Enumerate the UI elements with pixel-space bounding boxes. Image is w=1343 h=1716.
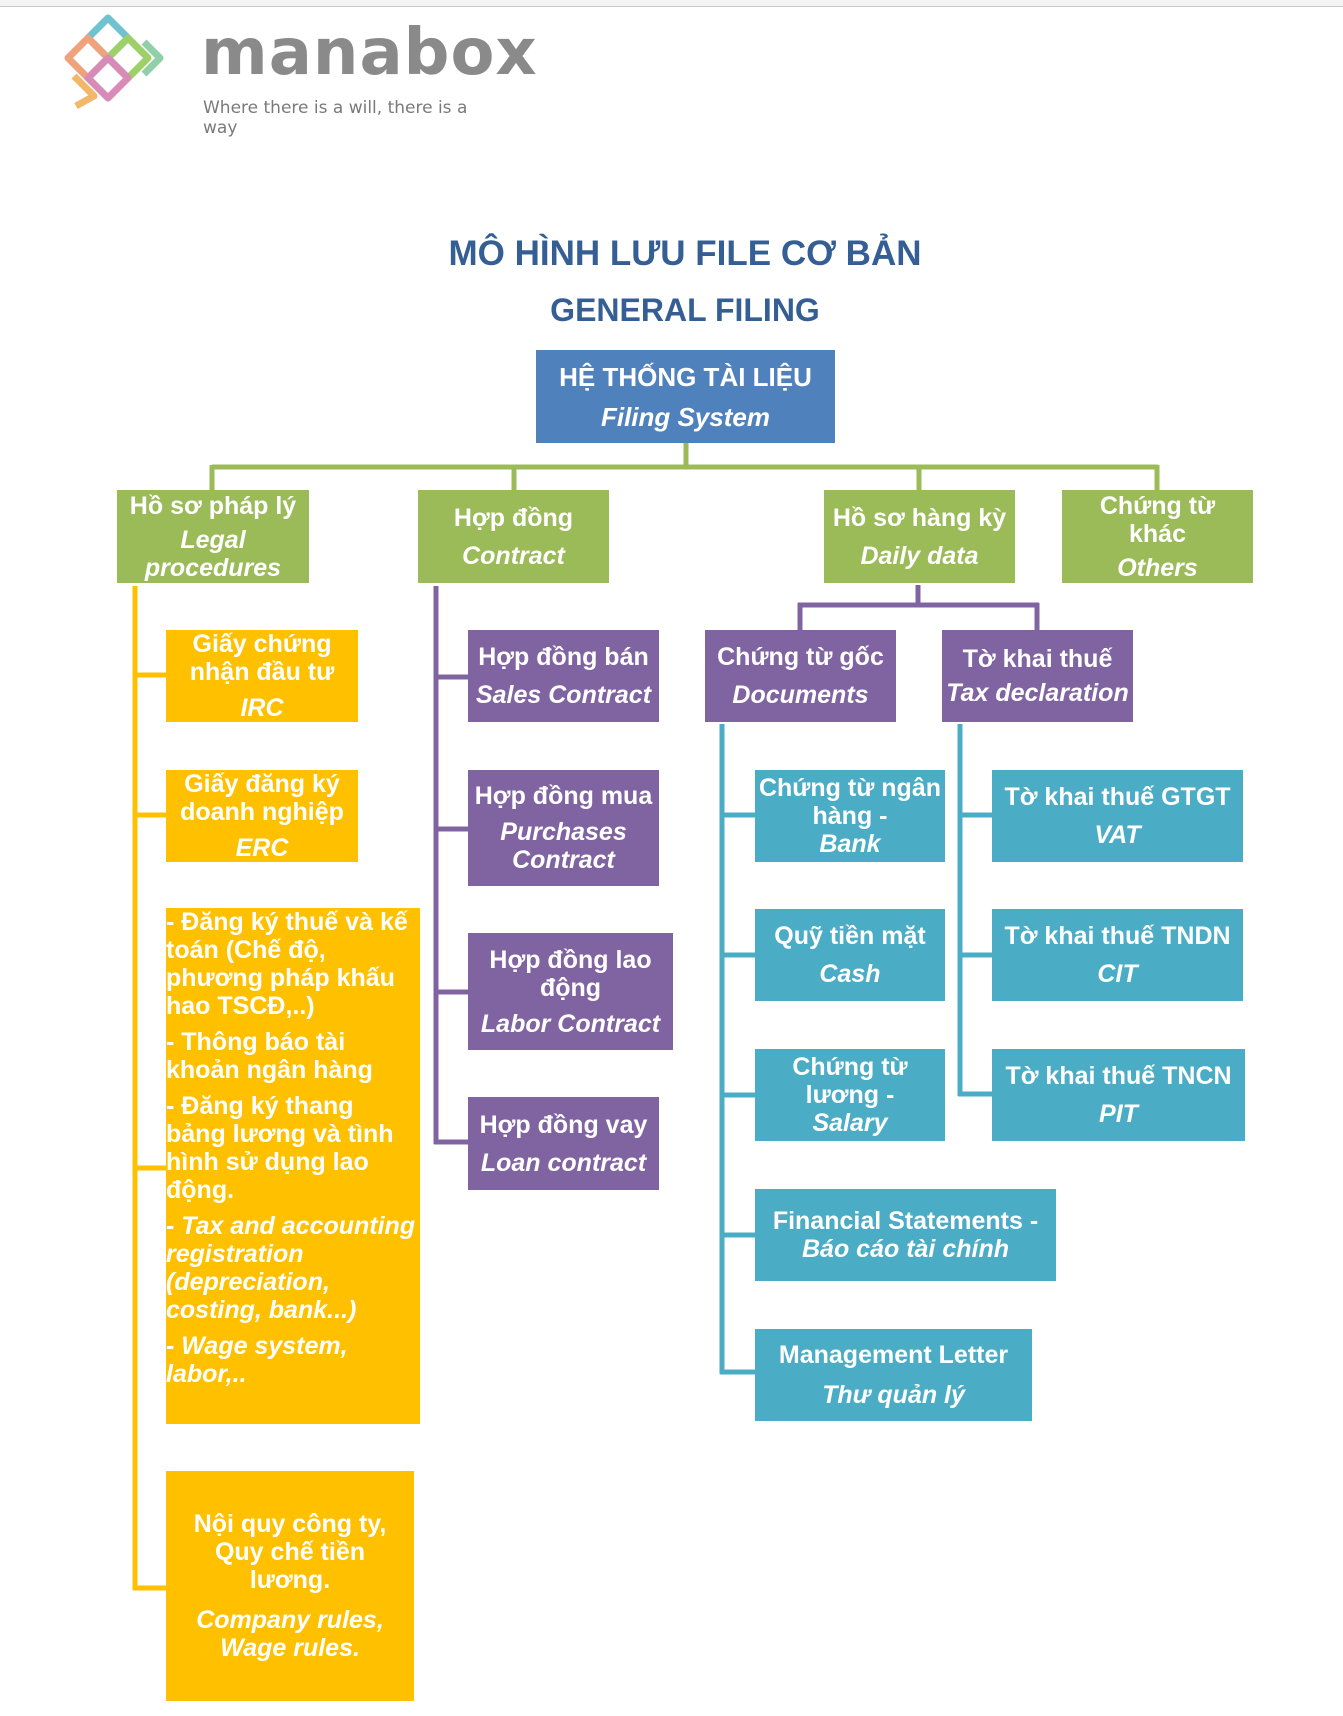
category-legal-vi: Hồ sơ pháp lý	[129, 491, 297, 520]
contract-purchases-vi: Hợp đồng mua	[474, 782, 653, 810]
document-ml-en: Thư quản lý	[822, 1381, 965, 1409]
document-salary-vi: Chứng từ lương -	[792, 1053, 908, 1109]
tax-cit-en: CIT	[1097, 960, 1138, 988]
registration-tax-en: - Tax and accounting registration (depre…	[166, 1212, 416, 1324]
tax-vat: Tờ khai thuế GTGT VAT	[992, 770, 1243, 862]
category-daily-vi: Hồ sơ hàng kỳ	[832, 503, 1007, 532]
contract-labor: Hợp đồng lao động Labor Contract	[468, 933, 673, 1050]
contract-loan-vi: Hợp đồng vay	[479, 1110, 648, 1139]
category-legal: Hồ sơ pháp lý Legal procedures	[117, 490, 309, 583]
document-ml-vi: Management Letter	[778, 1341, 1009, 1369]
contract-labor-en: Labor Contract	[480, 1009, 661, 1038]
legal-irc: Giấy chứng nhận đầu tư IRC	[166, 630, 358, 722]
document-bank: Chứng từ ngân hàng - Bank	[755, 770, 945, 862]
tax-vat-vi: Tờ khai thuế GTGT	[1004, 783, 1231, 811]
legal-rules-en: Company rules, Wage rules.	[196, 1606, 384, 1662]
registration-wage-vi: - Đăng ký thang bảng lương và tình hình …	[166, 1092, 394, 1204]
document-cash: Quỹ tiền mặt Cash	[755, 909, 945, 1001]
category-contract-en: Contract	[462, 541, 565, 570]
category-contract: Hợp đồng Contract	[418, 490, 609, 583]
tax-cit-vi: Tờ khai thuế TNDN	[1004, 922, 1231, 950]
chart-title-en: GENERAL FILING	[550, 292, 820, 328]
root-label-vi: HỆ THỐNG TÀI LIỆU	[559, 361, 812, 392]
legal-irc-vi: Giấy chứng nhận đầu tư	[189, 630, 335, 686]
category-others-en: Others	[1117, 553, 1198, 582]
category-contract-vi: Hợp đồng	[453, 503, 574, 532]
tax-vat-en: VAT	[1094, 821, 1141, 849]
document-fs-vi: Financial Statements -	[772, 1207, 1039, 1235]
daily-tax-en: Tax declaration	[946, 679, 1129, 707]
brand-tagline: Where there is a will, there is a way	[203, 98, 468, 138]
tax-cit: Tờ khai thuế TNDN CIT	[992, 909, 1243, 1001]
registration-tax-vi: - Đăng ký thuế và kế toán (Chế độ, phươn…	[166, 908, 408, 1020]
daily-tax: Tờ khai thuế Tax declaration	[942, 630, 1133, 722]
category-daily-en: Daily data	[860, 541, 979, 570]
legal-irc-en: IRC	[240, 694, 284, 722]
category-others-vi: Chứng từ khác	[1099, 491, 1216, 548]
document-cash-en: Cash	[819, 960, 881, 988]
root-label-en: Filing System	[600, 401, 771, 432]
document-salary: Chứng từ lương - Salary	[755, 1049, 945, 1141]
tax-pit-en: PIT	[1099, 1100, 1138, 1128]
category-legal-en: Legal procedures	[144, 525, 282, 582]
contract-loan: Hợp đồng vay Loan contract	[468, 1097, 659, 1190]
legal-rules-vi: Nội quy công ty, Quy chế tiền lương.	[193, 1510, 387, 1594]
daily-tax-vi: Tờ khai thuế	[962, 645, 1113, 673]
category-daily: Hồ sơ hàng kỳ Daily data	[824, 490, 1015, 583]
contract-sales: Hợp đồng bán Sales Contract	[468, 630, 659, 722]
contract-sales-en: Sales Contract	[475, 681, 652, 709]
chart-title-vi: MÔ HÌNH LƯU FILE CƠ BẢN	[448, 234, 922, 273]
contract-purchases: Hợp đồng mua Purchases Contract	[468, 770, 659, 886]
window-top-bar	[0, 0, 1343, 7]
registration-wage-en: - Wage system, labor,..	[166, 1332, 348, 1388]
contract-loan-en: Loan contract	[480, 1148, 647, 1177]
contract-purchases-en: Purchases Contract	[500, 818, 627, 874]
daily-documents-vi: Chứng từ gốc	[717, 643, 884, 671]
document-fs-en: Báo cáo tài chính	[802, 1235, 1009, 1263]
category-others: Chứng từ khác Others	[1062, 490, 1253, 583]
root-node: HỆ THỐNG TÀI LIỆU Filing System	[536, 350, 835, 443]
document-cash-vi: Quỹ tiền mặt	[774, 922, 926, 950]
daily-documents-en: Documents	[732, 681, 869, 709]
document-management-letter: Management Letter Thư quản lý	[755, 1329, 1032, 1421]
brand-name: manabox	[201, 16, 538, 90]
daily-documents: Chứng từ gốc Documents	[705, 630, 896, 722]
document-bank-en: Bank	[819, 830, 881, 858]
manabox-logo: manabox Where there is a will, there is …	[36, 6, 537, 138]
tax-pit-vi: Tờ khai thuế TNCN	[1005, 1062, 1232, 1090]
legal-erc: Giấy đăng ký doanh nghiệp ERC	[166, 770, 358, 862]
legal-erc-vi: Giấy đăng ký doanh nghiệp	[180, 770, 344, 826]
document-financial-statements: Financial Statements - Báo cáo tài chính	[755, 1189, 1056, 1281]
contract-sales-vi: Hợp đồng bán	[478, 643, 649, 671]
legal-registration: - Đăng ký thuế và kế toán (Chế độ, phươn…	[166, 908, 420, 1424]
registration-bank-vi: - Thông báo tài khoản ngân hàng	[166, 1028, 373, 1084]
document-salary-en: Salary	[812, 1109, 888, 1137]
legal-erc-en: ERC	[235, 834, 289, 862]
contract-labor-vi: Hợp đồng lao động	[489, 945, 652, 1002]
legal-rules: Nội quy công ty, Quy chế tiền lương. Com…	[166, 1471, 414, 1701]
tax-pit: Tờ khai thuế TNCN PIT	[992, 1049, 1245, 1141]
logo-mark-icon	[64, 14, 164, 110]
document-bank-vi: Chứng từ ngân hàng -	[758, 774, 941, 830]
